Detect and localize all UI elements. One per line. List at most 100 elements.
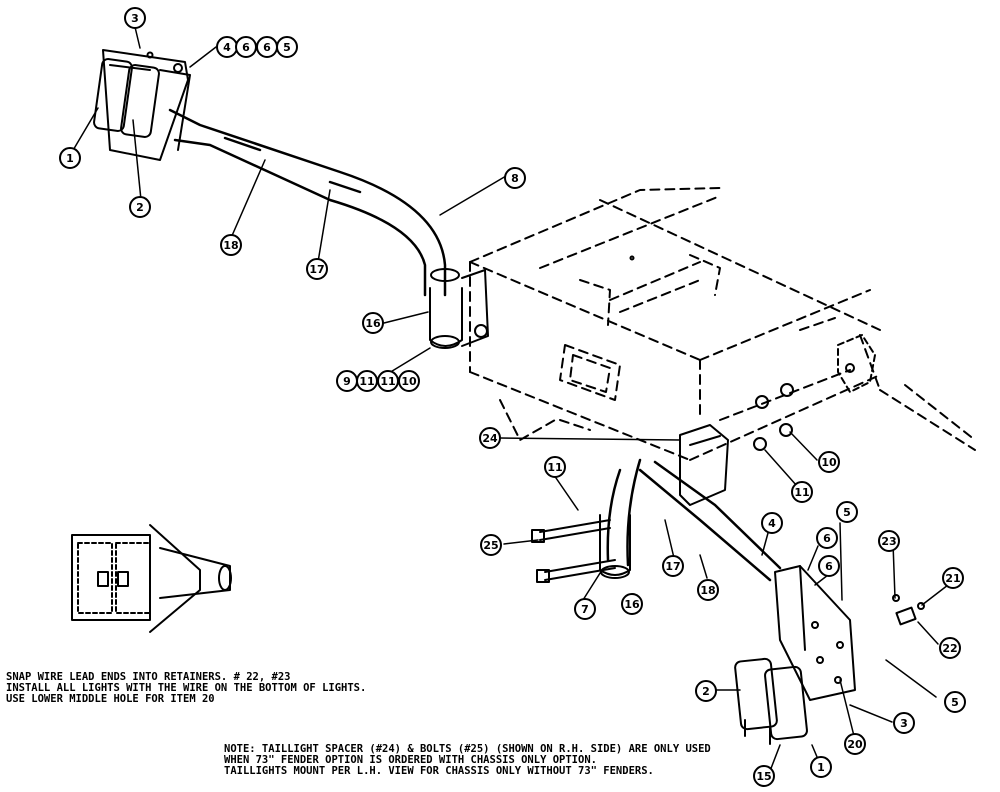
chassis-frame: [469, 187, 976, 461]
callout-number: 11: [359, 375, 374, 388]
callout-number: 6: [263, 41, 271, 54]
callout-number: 5: [283, 41, 291, 54]
callout-11-bubble: 11: [356, 370, 378, 392]
taillight-spacer: [679, 424, 729, 506]
callout-17-bubble: 17: [662, 555, 684, 577]
callout-circle: [939, 637, 961, 659]
callout-circle: [816, 527, 838, 549]
callout-2-bubble: 2: [129, 196, 151, 218]
callout-number: 3: [900, 717, 908, 730]
callout-8-bubble: 8: [504, 167, 526, 189]
callout-17-bubble: 17: [306, 258, 328, 280]
callout-5-bubble: 5: [276, 36, 298, 58]
callout-number: 17: [665, 560, 680, 573]
callout-circle: [504, 167, 526, 189]
callout-number: 2: [136, 201, 144, 214]
callout-number: 1: [817, 761, 825, 774]
callout-circle: [761, 512, 783, 534]
callout-number: 25: [483, 539, 498, 552]
callout-circle: [398, 370, 420, 392]
callout-circle: [362, 312, 384, 334]
callout-number: 20: [847, 738, 863, 751]
callout-15-bubble: 15: [753, 765, 775, 787]
taillight-lamps-bottom: [734, 657, 808, 745]
callout-circle: [836, 501, 858, 523]
frame-hole: [629, 255, 635, 261]
callout-20-bubble: 20: [844, 733, 866, 755]
taillight-bracket-bottom: [774, 565, 856, 701]
callout-10-bubble: 10: [818, 451, 840, 473]
wire-retainers: [892, 594, 925, 626]
callout-circle: [574, 598, 596, 620]
callout-18-bubble: 18: [697, 579, 719, 601]
callout-circle: [544, 456, 566, 478]
frame-mount-block-right: [837, 334, 876, 393]
callout-number: 6: [823, 532, 831, 545]
callout-6-bubble: 6: [818, 555, 840, 577]
taillight-assembly-top: [93, 49, 191, 161]
callout-4-bubble: 4: [761, 512, 783, 534]
callout-number: 4: [223, 41, 231, 54]
callout-number: 22: [942, 642, 957, 655]
callout-number: 8: [511, 172, 519, 185]
light-bar-tube-bottom: [606, 458, 782, 582]
callout-number: 16: [365, 317, 381, 330]
callout-1-bubble: 1: [810, 756, 832, 778]
callout-circle: [844, 733, 866, 755]
callout-circle: [695, 680, 717, 702]
callout-circle: [59, 147, 81, 169]
callout-number: 16: [624, 598, 640, 611]
callout-number: 24: [482, 432, 498, 445]
callout-number: 11: [794, 486, 809, 499]
callout-circle: [942, 567, 964, 589]
callout-circle: [697, 579, 719, 601]
callout-number: 11: [547, 461, 562, 474]
callout-5-bubble: 5: [944, 691, 966, 713]
callout-11-bubble: 11: [377, 370, 399, 392]
callout-6-bubble: 6: [235, 36, 257, 58]
callout-18-bubble: 18: [220, 234, 242, 256]
callout-2-bubble: 2: [695, 680, 717, 702]
callout-number: 2: [702, 685, 710, 698]
light-bar-tube-top: [168, 108, 447, 297]
callout-circle: [124, 7, 146, 29]
callout-10-bubble: 10: [398, 370, 420, 392]
callout-circle: [276, 36, 298, 58]
hardware-washers-right: [753, 383, 794, 451]
assembly-notes: SNAP WIRE LEAD ENDS INTO RETAINERS. # 22…: [6, 671, 367, 705]
callout-circle: [878, 530, 900, 552]
callout-number: 5: [843, 506, 851, 519]
callout-circle: [220, 234, 242, 256]
callout-number: 10: [821, 456, 837, 469]
callout-circle: [810, 756, 832, 778]
callout-16-bubble: 16: [362, 312, 384, 334]
callout-number: 9: [343, 375, 351, 388]
frame-bolt-hole: [845, 363, 855, 373]
callout-number: 10: [401, 375, 417, 388]
callout-22-bubble: 22: [939, 637, 961, 659]
callout-number: 21: [945, 572, 960, 585]
callout-6-bubble: 6: [256, 36, 278, 58]
callout-21-bubble: 21: [942, 567, 964, 589]
callout-11-bubble: 11: [791, 481, 813, 503]
lh-inset-view: [71, 524, 232, 633]
bolts-25: [531, 519, 616, 583]
callout-circle: [129, 196, 151, 218]
callout-circle: [480, 534, 502, 556]
callout-6-bubble: 6: [816, 527, 838, 549]
callout-23-bubble: 23: [878, 530, 900, 552]
callout-16-bubble: 16: [621, 593, 643, 615]
callout-circle: [306, 258, 328, 280]
callout-number: 4: [768, 517, 776, 530]
callout-circle: [791, 481, 813, 503]
callout-number: 3: [131, 12, 139, 25]
callout-circle: [479, 427, 501, 449]
callout-circle: [818, 451, 840, 473]
callout-number: 17: [309, 263, 324, 276]
callout-number: 6: [242, 41, 250, 54]
callout-number: 5: [951, 696, 959, 709]
callout-5-bubble: 5: [836, 501, 858, 523]
taillight-spacer-note: NOTE: TAILLIGHT SPACER (#24) & BOLTS (#2…: [224, 743, 711, 777]
tube-clamp-top: [429, 268, 489, 349]
